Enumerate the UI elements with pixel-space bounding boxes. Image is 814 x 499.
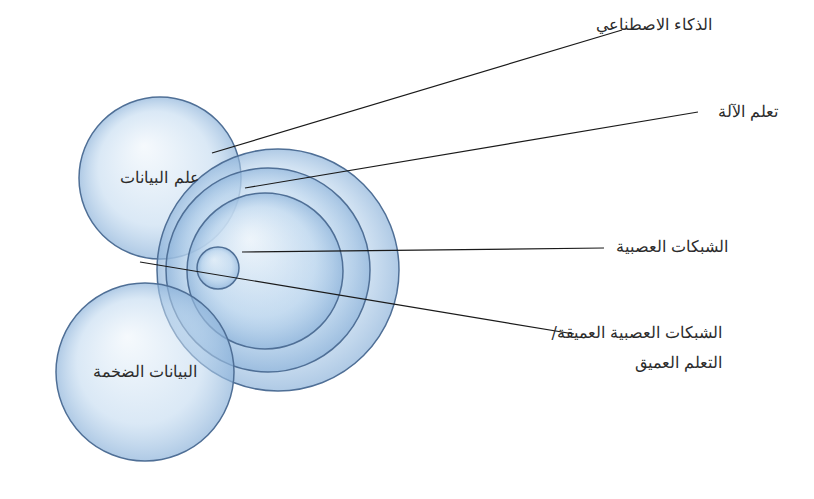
callout-label: الذكاء الاصطناعي bbox=[596, 10, 712, 40]
callout-label: الشبكات العصبية bbox=[616, 232, 728, 262]
circle-shape bbox=[197, 247, 239, 289]
circle-label: البيانات الضخمة bbox=[93, 357, 197, 387]
circle-label: علم البيانات bbox=[120, 163, 199, 193]
callout-label: الشبكات العصبية العميقة/ التعلم العميق bbox=[550, 318, 722, 379]
circle-outline bbox=[196, 246, 240, 290]
leader-line bbox=[245, 112, 698, 188]
dnn-circle: الشبكات العصبية العميقة/ التعلم العميق bbox=[196, 246, 240, 290]
circle-shape bbox=[56, 283, 234, 461]
big-data-circle: البيانات الضخمة bbox=[55, 282, 235, 462]
callout-label: تعلم الآلة bbox=[718, 97, 778, 127]
